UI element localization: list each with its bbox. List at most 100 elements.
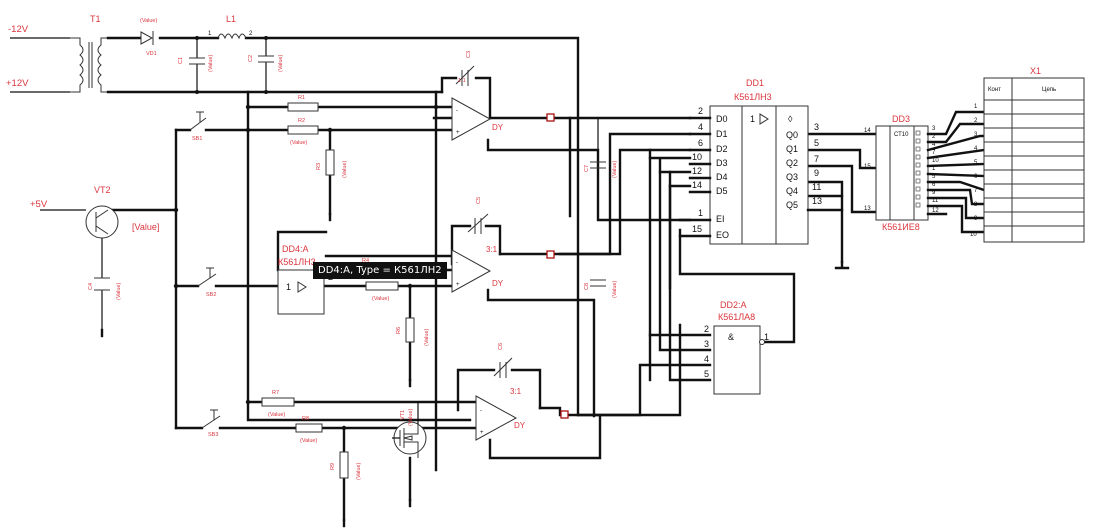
opamp-middle[interactable]: - + DY 3:1 — [451, 245, 504, 293]
resistor-r7[interactable]: R7 (Value) — [261, 390, 295, 418]
svg-text:2: 2 — [249, 31, 253, 37]
svg-text:D1: D1 — [716, 129, 728, 139]
svg-text:DY: DY — [514, 421, 526, 430]
svg-text:C3: C3 — [466, 51, 472, 58]
svg-text:SB1: SB1 — [192, 136, 202, 142]
svg-text:(Value): (Value) — [268, 412, 285, 418]
switch-sb1[interactable]: SB1 — [189, 111, 207, 142]
resistor-r8[interactable]: R8 (Value) — [295, 416, 323, 444]
svg-text:(Value): (Value) — [290, 140, 307, 146]
svg-text:◊: ◊ — [788, 114, 793, 124]
svg-text:К561ИЕ8: К561ИЕ8 — [882, 222, 920, 232]
svg-text:(Value): (Value) — [612, 281, 618, 298]
switch-sb3[interactable]: SB3 — [201, 409, 221, 438]
dd2-nand[interactable]: DD2:A К561ЛА8 & 1 2 3 4 5 — [704, 300, 769, 395]
svg-text:(Value): (Value) — [372, 296, 389, 302]
resistor-r1[interactable]: R1 — [287, 95, 319, 112]
x1-rows — [984, 113, 1084, 227]
svg-text:10: 10 — [932, 158, 939, 164]
svg-text:-: - — [480, 408, 482, 414]
dd1-encoder[interactable]: DD1 К561ЛН3 1 ◊ D0 D1 D2 D3 D4 D5 EI EO … — [678, 78, 844, 245]
resistor-r5[interactable]: (Value) — [365, 281, 399, 302]
dd4-inverter[interactable]: DD4:A К561ЛН3 1 2 — [277, 244, 333, 315]
svg-text:11: 11 — [812, 182, 821, 192]
svg-text:3:1: 3:1 — [510, 387, 522, 396]
svg-text:D2: D2 — [716, 144, 728, 154]
svg-text:9: 9 — [932, 190, 936, 196]
power-section: -12V +12V T1 (Value) VD1 L1 1 2 — [6, 14, 580, 417]
svg-text:7: 7 — [932, 150, 936, 156]
svg-text:R9: R9 — [330, 463, 336, 470]
junctions — [173, 104, 569, 431]
svg-text:6: 6 — [974, 174, 978, 180]
svg-text:1: 1 — [698, 208, 703, 218]
svg-text:14: 14 — [864, 128, 871, 134]
svg-text:EO: EO — [716, 230, 729, 240]
svg-text:-: - — [456, 108, 458, 114]
svg-text:1: 1 — [764, 332, 769, 342]
svg-text:2: 2 — [698, 106, 703, 116]
connector-x1[interactable]: X1 Конт Цепь 1 2 3 4 5 6 7 8 9 10 — [970, 66, 1085, 243]
svg-text:SB2: SB2 — [206, 292, 216, 298]
resistor-r2[interactable]: R2 (Value) — [287, 118, 319, 146]
transformer-ref: T1 — [90, 14, 101, 24]
svg-text:1: 1 — [286, 282, 291, 292]
resistor-r3[interactable]: R3 (Value) — [316, 149, 348, 178]
svg-text:R3: R3 — [316, 163, 322, 170]
diode-ref: VD1 — [146, 51, 157, 57]
svg-text:4: 4 — [932, 142, 936, 148]
dd3-counter[interactable]: DD3 К561ИЕ8 СТ10 14 15 13 3 2 4 7 10 1 5… — [864, 110, 986, 234]
mosfet-vt1[interactable]: VT1 (Value) — [392, 402, 427, 458]
transistor-ref: VT2 — [94, 185, 111, 195]
svg-text:СТ10: СТ10 — [894, 132, 909, 138]
svg-text:C4: C4 — [88, 283, 94, 290]
svg-text:4: 4 — [974, 146, 978, 152]
svg-text:10: 10 — [970, 232, 977, 238]
svg-text:5: 5 — [814, 138, 819, 148]
inductor-l1[interactable]: L1 1 2 — [208, 14, 253, 40]
svg-text:+: + — [456, 282, 460, 288]
svg-text:Конт: Конт — [988, 87, 1001, 93]
svg-text:14: 14 — [692, 180, 702, 190]
net-label-minus12: -12V — [8, 24, 29, 35]
svg-text:C1: C1 — [178, 57, 184, 64]
svg-text:5: 5 — [704, 369, 709, 379]
resistor-r6[interactable]: R6 (Value) — [396, 317, 430, 346]
svg-text:C7: C7 — [584, 165, 590, 172]
capacitor-c7[interactable]: C7 (Value) — [584, 118, 618, 216]
svg-text:DY: DY — [492, 279, 504, 288]
svg-text:2: 2 — [932, 134, 936, 140]
svg-text:X1: X1 — [1030, 66, 1041, 76]
resistor-r9[interactable]: R9 (Value) — [330, 451, 362, 480]
transistor-value: [Value] — [132, 222, 159, 232]
capacitor-c1[interactable]: C1 (Value) — [178, 38, 214, 92]
svg-text:C5: C5 — [476, 197, 482, 204]
capacitor-c5[interactable]: C5 — [467, 197, 489, 234]
svg-text:4: 4 — [698, 122, 703, 132]
svg-text:2: 2 — [974, 118, 978, 124]
capacitor-c2[interactable]: C2 (Value) — [248, 38, 284, 92]
capacitor-c6[interactable]: C6 — [493, 343, 513, 378]
svg-text:DD1: DD1 — [746, 78, 764, 88]
transformer-t1[interactable]: T1 — [70, 14, 108, 93]
diode-vd1[interactable]: (Value) VD1 — [140, 18, 157, 57]
opamp-bottom[interactable]: - + DY 3:1 — [475, 387, 526, 441]
svg-text:5: 5 — [974, 160, 978, 166]
svg-text:R6: R6 — [396, 327, 402, 334]
svg-text:+: + — [456, 130, 460, 136]
svg-text:12: 12 — [932, 208, 939, 214]
capacitor-c8[interactable]: C8 (Value) — [584, 279, 618, 298]
inductor-ref: L1 — [226, 14, 236, 24]
svg-text:9: 9 — [814, 168, 819, 178]
switch-sb2[interactable]: SB2 — [197, 267, 216, 298]
svg-text:1: 1 — [932, 166, 936, 172]
svg-text:EI: EI — [716, 214, 725, 224]
transistor-vt2[interactable]: +5V VT2 [Value] C4 (Value) — [30, 185, 159, 330]
svg-text:D3: D3 — [716, 158, 728, 168]
capacitor-c3[interactable]: C3 — [455, 51, 475, 86]
opamp-top[interactable]: - + DY 1:1 — [451, 78, 504, 141]
svg-text:(Value): (Value) — [612, 161, 618, 178]
svg-text:DD2:A: DD2:A — [720, 300, 747, 310]
svg-text:Цепь: Цепь — [1042, 87, 1056, 93]
